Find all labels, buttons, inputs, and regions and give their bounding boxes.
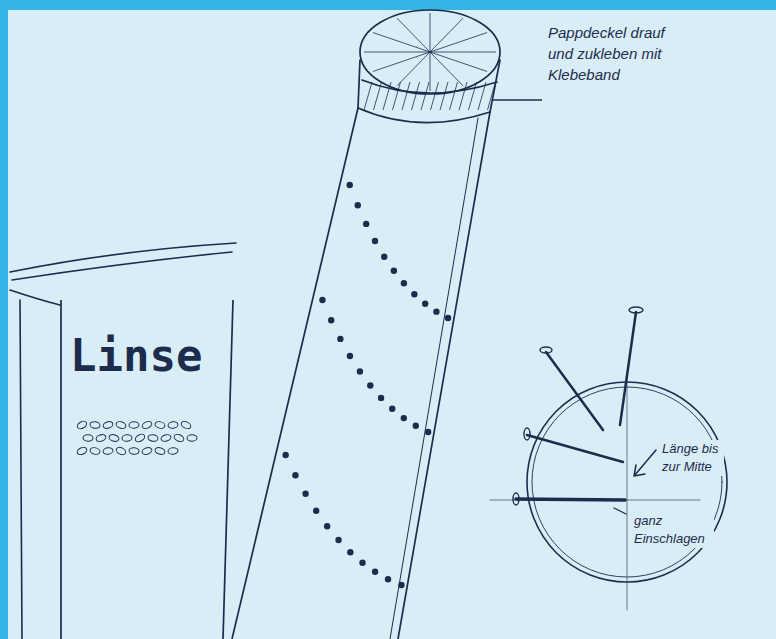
nail-length-note: Länge bis zur Mitte: [662, 440, 724, 476]
bag-label: Linse: [60, 300, 235, 381]
tube: [232, 10, 500, 639]
nail-dots: [282, 182, 451, 588]
side-bar: [0, 0, 8, 639]
top-bar: [0, 0, 776, 10]
lentil-bag: Linse: [60, 300, 235, 639]
nail-depth-note: ganz Einschlagen: [634, 512, 714, 548]
lid-hatch: [364, 13, 496, 110]
bag-rim: [10, 243, 236, 639]
lid-note: Pappdeckel drauf und zukleben mit Klebeb…: [548, 22, 676, 85]
cross-section: [490, 307, 727, 610]
leader-line: [492, 99, 542, 100]
